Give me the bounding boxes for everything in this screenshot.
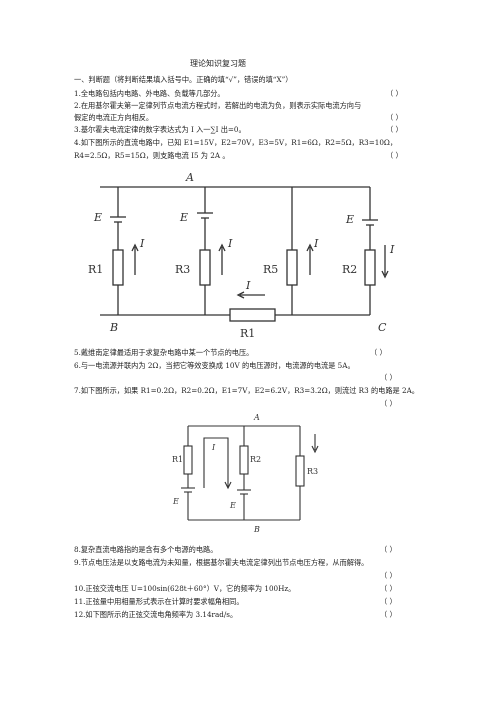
question-2-cont: 假定的电流正方向相反。: [74, 113, 154, 122]
question-10: 10.正弦交流电压 U=100sin(628t＋60°）V，它的频率为 100H…: [74, 584, 296, 593]
current-label-i: I: [211, 443, 216, 452]
answer-blank-4[interactable]: （ ）: [386, 151, 403, 160]
answer-blank-1[interactable]: （ ）: [386, 89, 403, 98]
current-label-i1: I: [139, 237, 145, 250]
circuit-diagram-2: A B E E I R1 R2 R3: [172, 413, 319, 534]
question-6: 6.与一电流源并联内为 2Ω，当把它等效变换成 10V 的电压源时，电流源的电流…: [74, 361, 355, 370]
page-title: 理论知识复习题: [190, 59, 246, 68]
resistor-label-r4: R1: [240, 327, 255, 340]
current-label-i5: I: [245, 279, 251, 292]
source-label-e1: E: [93, 211, 102, 224]
source-label-e2: E: [229, 501, 236, 510]
answer-blank-11[interactable]: （ ）: [380, 597, 397, 606]
node-label-b: B: [109, 321, 118, 334]
answer-blank-8[interactable]: （ ）: [380, 545, 397, 554]
resistor-label-r1: R1: [88, 263, 103, 276]
question-11: 11.正弦量中用相量形式表示在计算时要求幅角相同。: [74, 597, 244, 606]
answer-blank-3[interactable]: （ ）: [386, 125, 403, 134]
circuit-diagram-1: A B C E E E I I I I I R1 R3 R5 R2 R1: [88, 171, 395, 340]
answer-blank-2[interactable]: （ ）: [386, 113, 403, 122]
answer-blank-6[interactable]: （ ）: [380, 373, 397, 382]
resistor-label-r2: R2: [250, 455, 261, 464]
question-4-cont: R4=2.5Ω，R5=15Ω，则支路电流 I5 为 2A 。: [74, 151, 230, 160]
current-label-i2: I: [227, 237, 233, 250]
source-label-e2: E: [179, 211, 188, 224]
question-1: 1.全电路包括内电路、外电路、负载等几部分。: [74, 89, 225, 98]
resistor-label-r3: R3: [175, 263, 190, 276]
resistor-label-r3: R3: [307, 467, 318, 476]
node-label-c: C: [378, 321, 387, 334]
answer-blank-12[interactable]: （ ）: [380, 610, 397, 619]
resistor-label-r1: R1: [172, 455, 183, 464]
current-label-i4: I: [389, 243, 395, 256]
question-4: 4.如下图所示的直流电路中，已知 E1=15V，E2=70V，E3=5V，R1=…: [74, 138, 398, 147]
question-12: 12.如下图所示的正弦交流电角频率为 3.14rad/s。: [74, 610, 238, 619]
node-label-a: A: [253, 413, 260, 422]
current-label-i3: I: [313, 237, 319, 250]
question-8: 8.复杂直流电路指的是含有多个电源的电路。: [74, 545, 218, 554]
resistor-label-r2: R2: [342, 263, 357, 276]
node-label-a: A: [185, 171, 194, 184]
question-7: 7.如下图所示，如果 R1=0.2Ω，R2=0.2Ω，E1=7V，E2=6.2V…: [74, 386, 419, 395]
source-label-e3: E: [345, 213, 354, 226]
answer-blank-9[interactable]: （ ）: [380, 571, 397, 580]
section-heading: 一、判断题（将判断结果填入括号中。正确的填“√”，错误的填“X”）: [74, 75, 293, 84]
question-5: 5.戴维南定律最适用于求复杂电路中某一个节点的电压。: [74, 348, 254, 357]
answer-blank-10[interactable]: （ ）: [380, 584, 397, 593]
node-label-b: B: [253, 525, 260, 534]
resistor-label-r5: R5: [263, 263, 278, 276]
question-2: 2.在用基尔霍夫第一定律列节点电流方程式时，若解出的电流为负，则表示实际电流方向…: [74, 101, 362, 110]
question-9: 9.节点电压法是以支路电流为未知量，根据基尔霍夫电流定律列出节点电压方程，从而解…: [74, 558, 369, 567]
answer-blank-7[interactable]: （ ）: [380, 399, 397, 408]
source-label-e1: E: [172, 497, 179, 506]
question-3: 3.基尔霍夫电流定律的数字表达式为 I 入一∑I 出=0。: [74, 125, 246, 134]
answer-blank-5[interactable]: （ ）: [370, 348, 387, 357]
